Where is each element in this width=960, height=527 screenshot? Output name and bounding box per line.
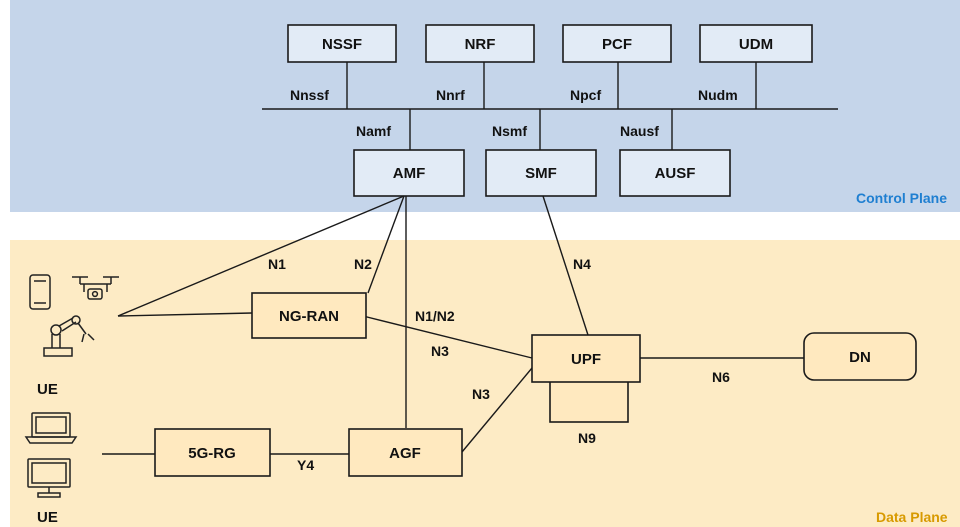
robot-arm-icon xyxy=(43,315,95,357)
control-plane-label: Control Plane xyxy=(856,190,947,206)
udm-box[interactable] xyxy=(699,24,813,63)
ngran-box[interactable] xyxy=(251,292,367,339)
n9-loop-box xyxy=(549,377,629,423)
amf-box[interactable] xyxy=(353,149,465,197)
n1n2-label: N1/N2 xyxy=(415,308,455,324)
agf-upf-n3-line xyxy=(461,367,533,453)
n4-label: N4 xyxy=(573,256,591,272)
npcf-label: Npcf xyxy=(570,87,601,103)
upf-box[interactable] xyxy=(531,334,641,383)
agf-box[interactable] xyxy=(348,428,463,477)
ue-amf-n1-line xyxy=(117,195,405,317)
nnssf-label: Nnssf xyxy=(290,87,329,103)
5grg-box[interactable] xyxy=(154,428,271,477)
y4-label: Y4 xyxy=(297,457,314,473)
dn-box[interactable] xyxy=(803,332,917,381)
nssf-box[interactable] xyxy=(287,24,397,63)
laptop-icon xyxy=(24,412,78,444)
upf-label: UPF xyxy=(571,351,601,368)
nudm-label: Nudm xyxy=(698,87,738,103)
udm-label: UDM xyxy=(739,36,773,53)
n3-label-lower: N3 xyxy=(472,386,490,402)
nrf-box[interactable] xyxy=(425,24,535,63)
n2-label: N2 xyxy=(354,256,372,272)
ue-label-bottom: UE xyxy=(37,509,58,526)
n3-label-upper: N3 xyxy=(431,343,449,359)
dn-label: DN xyxy=(849,349,871,366)
nnrf-label: Nnrf xyxy=(436,87,465,103)
data-plane-label: Data Plane xyxy=(876,509,948,525)
n9-label: N9 xyxy=(578,430,596,446)
n1-label: N1 xyxy=(268,256,286,272)
ngran-label: NG-RAN xyxy=(279,308,339,325)
smf-label: SMF xyxy=(525,165,557,182)
pcf-label: PCF xyxy=(602,36,632,53)
ue-ngran-line xyxy=(117,312,253,317)
agf-label: AGF xyxy=(389,445,421,462)
nssf-label: NSSF xyxy=(322,36,362,53)
ngran-upf-n3-line xyxy=(362,315,533,359)
nsmf-label: Nsmf xyxy=(492,123,527,139)
amf-label: AMF xyxy=(393,165,426,182)
drone-icon xyxy=(72,276,119,300)
nrf-label: NRF xyxy=(465,36,496,53)
smartphone-icon xyxy=(29,274,51,310)
ngran-amf-n2-line xyxy=(367,195,405,294)
pcf-box[interactable] xyxy=(562,24,672,63)
monitor-icon xyxy=(27,458,71,498)
5grg-label: 5G-RG xyxy=(188,445,236,462)
ausf-label: AUSF xyxy=(655,165,696,182)
ue-label-top: UE xyxy=(37,381,58,398)
n6-label: N6 xyxy=(712,369,730,385)
ausf-box[interactable] xyxy=(619,149,731,197)
smf-box[interactable] xyxy=(485,149,597,197)
data-plane-region xyxy=(10,240,960,527)
smf-upf-n4-line xyxy=(542,195,589,336)
namf-label: Namf xyxy=(356,123,391,139)
nausf-label: Nausf xyxy=(620,123,659,139)
